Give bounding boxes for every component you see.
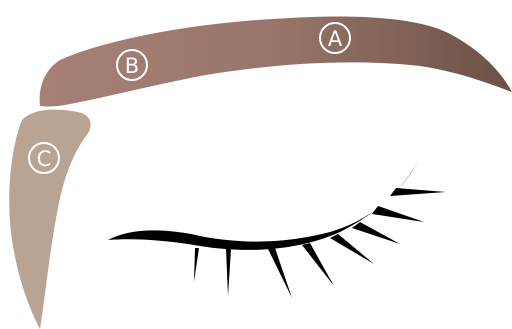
lash-4 xyxy=(302,243,334,286)
closed-eye-icon xyxy=(108,162,446,298)
lash-3 xyxy=(268,248,292,298)
lash-7 xyxy=(372,206,424,222)
lash-5 xyxy=(330,234,374,264)
lash-1 xyxy=(194,248,199,282)
zone-label-a-text: A xyxy=(328,27,343,51)
brow-upper-band xyxy=(40,17,512,107)
lash-8 xyxy=(390,188,446,196)
zone-label-c-text: C xyxy=(37,147,52,171)
brow-lower-segment xyxy=(9,110,90,329)
zone-label-b-text: B xyxy=(125,54,139,78)
lash-6 xyxy=(352,222,400,244)
lash-2 xyxy=(226,249,231,296)
eyelid-line xyxy=(108,162,418,250)
